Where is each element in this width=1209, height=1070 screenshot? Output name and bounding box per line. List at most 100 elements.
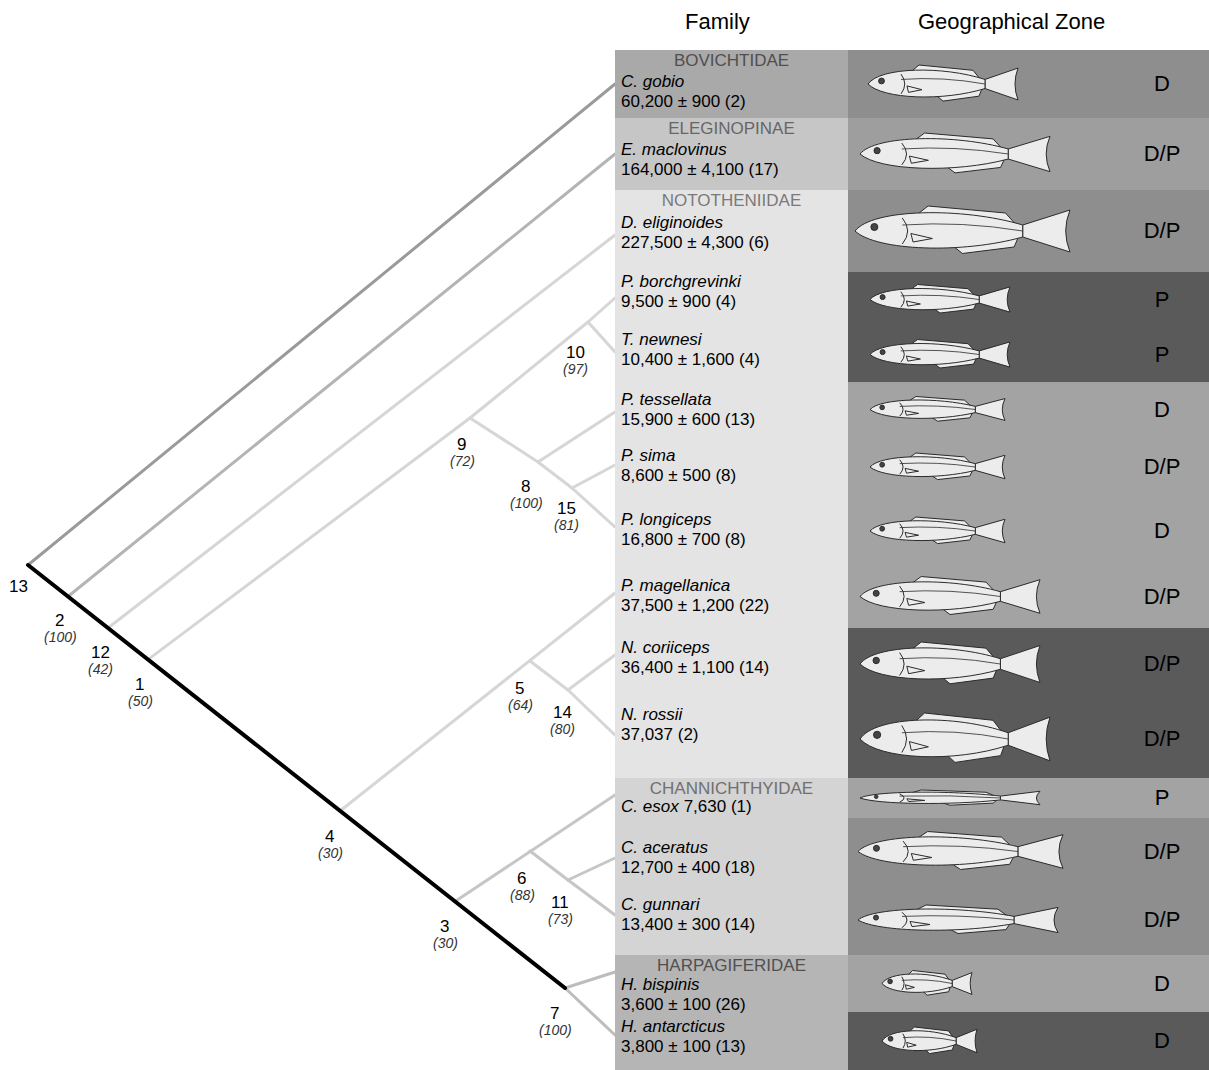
node-number: 12 (89, 644, 112, 663)
bootstrap-value: (42) (86, 662, 115, 677)
family-band: BOVICHTIDAEC. gobio60,200 ± 900 (2) (615, 50, 848, 118)
zone-cell: D/P (848, 818, 1209, 885)
fish-drawing (860, 642, 1040, 684)
genome-size-value: 15,900 ± 600 (13) (621, 410, 842, 430)
zone-cell: D/P (848, 700, 1209, 778)
fish-drawing (870, 285, 1010, 314)
species-cell: N. coriiceps36,400 ± 1,100 (14) (621, 638, 842, 678)
node-number: 3 (438, 918, 451, 937)
species-cell: C. aceratus12,700 ± 400 (18) (621, 838, 842, 878)
species-name: P. tessellata (621, 390, 842, 410)
tree-branch (568, 858, 615, 880)
genome-size-value: 13,400 ± 300 (14) (621, 915, 842, 935)
tree-branch (572, 465, 615, 488)
species-name: C. gunnari (621, 895, 842, 915)
node-number: 11 (549, 894, 571, 913)
tree-branch (68, 154, 615, 597)
genome-size-value: 7,630 (1) (684, 797, 752, 817)
family-band: CHANNICHTHYIDAEC. esox7,630 (1) C. acerat… (615, 778, 848, 955)
fish-drawing (860, 790, 1040, 805)
fish-drawing (882, 971, 972, 996)
genome-size-value: 164,000 ± 4,100 (17) (621, 160, 842, 180)
tree-branch (530, 851, 568, 880)
species-name: D. eliginoides (621, 213, 842, 233)
zone-code: D (1120, 971, 1204, 997)
species-name: P. sima (621, 446, 842, 466)
species-name: T. newnesi (621, 330, 842, 350)
species-cell: T. newnesi10,400 ± 1,600 (4) (621, 330, 842, 370)
zone-cell: D (848, 382, 1209, 437)
node-number: 15 (555, 500, 578, 519)
bootstrap-value: (73) (546, 912, 575, 927)
genome-size-value: 36,400 ± 1,100 (14) (621, 658, 842, 678)
zone-cell: D/P (848, 885, 1209, 955)
node-number: 2 (53, 612, 66, 631)
bootstrap-value: (72) (448, 454, 477, 469)
species-name: P. magellanica (621, 576, 842, 596)
zone-code: D/P (1120, 218, 1204, 244)
zone-cell: D/P (848, 118, 1209, 190)
tree-branch (568, 880, 615, 915)
zone-code: D (1120, 518, 1204, 544)
species-cell: C. gobio60,200 ± 900 (2) (621, 72, 842, 112)
species-cell: H. bispinis3,600 ± 100 (26) (621, 975, 842, 1015)
fish-drawing (860, 133, 1050, 173)
family-name: CHANNICHTHYIDAE (615, 779, 848, 799)
genome-size-value: 60,200 ± 900 (2) (621, 92, 842, 112)
bootstrap-value: (88) (508, 888, 537, 903)
bootstrap-value: (100) (537, 1023, 574, 1038)
node-number: 8 (519, 478, 532, 497)
fish-drawing (858, 832, 1063, 870)
zone-code: D/P (1120, 839, 1204, 865)
species-name: C. gobio (621, 72, 842, 92)
genome-size-value: 12,700 ± 400 (18) (621, 858, 842, 878)
node-number: 9 (455, 436, 468, 455)
tree-branch (565, 972, 615, 988)
fish-drawing (860, 577, 1040, 615)
tree-branch (28, 565, 565, 988)
bootstrap-value: (30) (431, 936, 460, 951)
species-cell: H. antarcticus3,800 ± 100 (13) (621, 1017, 842, 1057)
fish-drawing (870, 397, 1005, 422)
zone-cell: D/P (848, 437, 1209, 497)
genome-size-value: 16,800 ± 700 (8) (621, 530, 842, 550)
bootstrap-value: (100) (508, 496, 545, 511)
zone-cell: D/P (848, 565, 1209, 628)
bootstrap-value: (50) (126, 694, 155, 709)
species-cell: D. eliginoides227,500 ± 4,300 (6) (621, 213, 842, 253)
node-number: 5 (513, 680, 526, 699)
zone-code: D (1120, 1028, 1204, 1054)
zone-cell: P (848, 272, 1209, 327)
zone-cell: D (848, 50, 1209, 118)
column-heading: Family (683, 10, 752, 34)
species-name: N. rossii (621, 705, 842, 725)
species-cell: C. gunnari13,400 ± 300 (14) (621, 895, 842, 935)
species-cell: C. esox7,630 (1) (621, 797, 842, 817)
species-name: N. coriiceps (621, 638, 842, 658)
species-cell: P. borchgrevinki9,500 ± 900 (4) (621, 272, 842, 312)
species-name: H. bispinis (621, 975, 842, 995)
tree-branch (28, 84, 615, 565)
fish-drawing (870, 453, 1005, 480)
family-name: NOTOTHENIIDAE (615, 191, 848, 211)
bootstrap-value: (100) (42, 630, 79, 645)
genome-size-value: 10,400 ± 1,600 (4) (621, 350, 842, 370)
bootstrap-value: (30) (316, 846, 345, 861)
family-band: NOTOTHENIIDAED. eliginoides227,500 ± 4,3… (615, 190, 848, 778)
zone-code: D/P (1120, 726, 1204, 752)
zone-cell: D (848, 955, 1209, 1012)
zone-cell: D (848, 1012, 1209, 1070)
tree-branch (588, 298, 615, 322)
node-number: 10 (564, 344, 587, 363)
species-cell: P. longiceps16,800 ± 700 (8) (621, 510, 842, 550)
node-number: 1 (133, 676, 146, 695)
node-number: 6 (515, 870, 528, 889)
tree-branch (530, 661, 568, 690)
zone-cell: P (848, 327, 1209, 382)
genome-size-value: 37,500 ± 1,200 (22) (621, 596, 842, 616)
zone-code: P (1120, 287, 1204, 313)
genome-size-value: 3,600 ± 100 (26) (621, 995, 842, 1015)
node-number: 13 (7, 578, 30, 597)
tree-branch (148, 418, 470, 660)
species-cell: E. maclovinus164,000 ± 4,100 (17) (621, 140, 842, 180)
